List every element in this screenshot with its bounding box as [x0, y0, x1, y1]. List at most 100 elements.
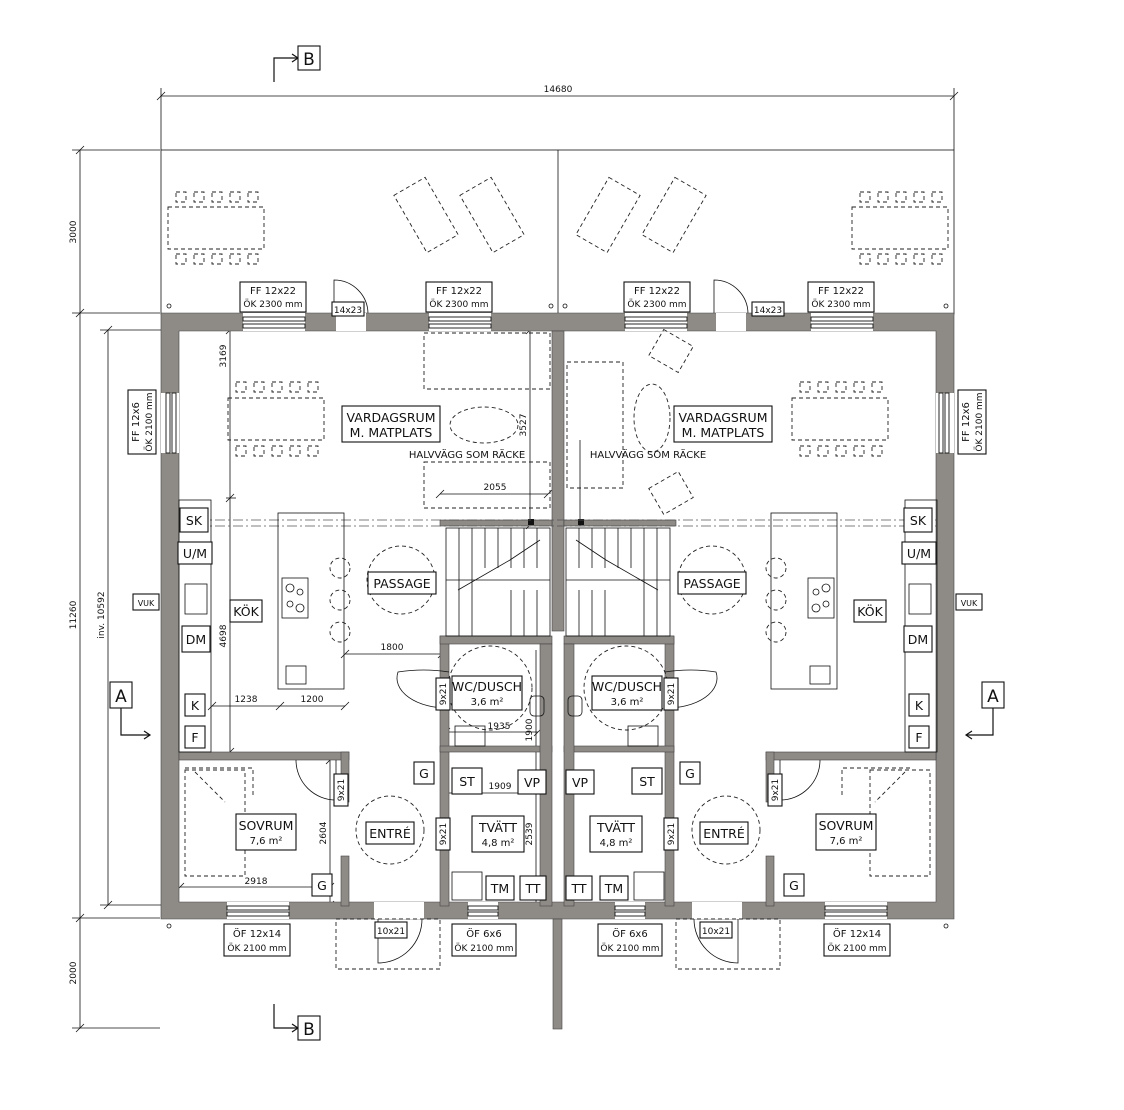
room-entry-right: ENTRÉ — [703, 826, 745, 841]
door-tag-laundry-left: 9x21 — [439, 823, 449, 846]
room-wc-right: WC/DUSCH — [592, 679, 662, 694]
section-mark-bottom: B — [303, 1020, 315, 1040]
dim-2055: 2055 — [484, 483, 507, 493]
room-kitchen-left: KÖK — [233, 603, 259, 619]
window-tag-5-height: ÖK 2100 mm — [227, 943, 286, 954]
fixture-dm-left: DM — [186, 632, 206, 647]
room-laundry-left-area: 4,8 m² — [482, 838, 515, 849]
half-wall-right: HALVVÄGG SOM RÄCKE — [590, 448, 706, 461]
dim-1800: 1800 — [381, 643, 404, 653]
fixture-g-3: G — [317, 878, 327, 893]
dim-1238: 1238 — [235, 695, 258, 705]
section-mark-right: A — [987, 687, 999, 707]
fixture-vuk-left: VUK — [138, 599, 155, 608]
fixture-k-right: K — [915, 698, 924, 713]
window-tag-side-right-type: FF 12x6 — [961, 402, 972, 442]
window-tag-3-type: FF 12x22 — [634, 286, 680, 297]
section-mark-top: B — [303, 50, 315, 70]
fixture-sk-right: SK — [910, 513, 927, 528]
room-laundry-left: TVÄTT — [478, 820, 517, 835]
room-passage-right: PASSAGE — [683, 576, 740, 591]
window-tag-2-height: ÖK 2300 mm — [429, 299, 488, 310]
room-entry-left: ENTRÉ — [369, 826, 411, 841]
room-wc-right-area: 3,6 m² — [611, 697, 644, 708]
room-bedroom-right-area: 7,6 m² — [830, 836, 863, 847]
fixture-g-2: G — [685, 766, 695, 781]
room-bedroom-right: SOVRUM — [819, 818, 874, 833]
window-tag-side-left-height: ÖK 2100 mm — [144, 392, 155, 451]
window-tags: FF 12x22 ÖK 2300 mm FF 12x22 ÖK 2300 mm … — [127, 281, 987, 957]
dim-total-depth: 11260 — [69, 600, 79, 629]
fixture-um-right: U/M — [907, 546, 931, 561]
room-laundry-right-area: 4,8 m² — [600, 838, 633, 849]
door-tag-wc-left: 9x21 — [439, 683, 449, 706]
dim-1935: 1935 — [488, 722, 511, 732]
dim-terrace-depth: 3000 — [69, 220, 79, 243]
section-mark-left: A — [115, 687, 127, 707]
room-living-right-2: M. MATPLATS — [682, 425, 765, 440]
door-tag-wc-right: 9x21 — [667, 683, 677, 706]
dim-2604: 2604 — [319, 821, 329, 844]
room-laundry-right: TVÄTT — [596, 820, 635, 835]
window-tag-4-type: FF 12x22 — [818, 286, 864, 297]
dim-2539: 2539 — [525, 822, 535, 845]
fixture-sk-left: SK — [186, 513, 203, 528]
door-tags: 14x23 14x23 10x21 10x21 9x21 9x21 9x21 9… — [331, 301, 785, 939]
door-tag-terrace-right: 14x23 — [754, 306, 782, 316]
window-tag-1-type: FF 12x22 — [250, 286, 296, 297]
half-wall-left: HALVVÄGG SOM RÄCKE — [409, 448, 525, 461]
dim-4698: 4698 — [219, 624, 229, 647]
door-tag-bedroom-left: 9x21 — [337, 779, 347, 802]
room-living-left-1: VARDAGSRUM — [347, 410, 436, 425]
window-tag-6-height: ÖK 2100 mm — [454, 943, 513, 954]
window-tag-8-height: ÖK 2100 mm — [827, 943, 886, 954]
door-tag-laundry-right: 9x21 — [667, 823, 677, 846]
room-passage-left: PASSAGE — [373, 576, 430, 591]
room-kitchen-right: KÖK — [857, 603, 883, 619]
dim-1900: 1900 — [525, 718, 535, 741]
room-wc-left-area: 3,6 m² — [471, 697, 504, 708]
fixture-vuk-right: VUK — [961, 599, 978, 608]
fixture-f-left: F — [191, 730, 198, 745]
fixture-vp-right: VP — [572, 775, 589, 790]
window-tag-7-height: ÖK 2100 mm — [600, 943, 659, 954]
room-labels: VARDAGSRUM M. MATPLATS VARDAGSRUM M. MAT… — [229, 405, 887, 853]
dim-3169: 3169 — [219, 344, 229, 367]
door-tag-entry-left: 10x21 — [377, 927, 405, 937]
door-tag-entry-right: 10x21 — [702, 927, 730, 937]
window-tag-1-height: ÖK 2300 mm — [243, 299, 302, 310]
fixture-tt-right: TT — [570, 881, 586, 896]
fixture-tags: SK SK U/M U/M DM DM K K F F VUK VUK G G … — [132, 507, 983, 901]
fixture-f-right: F — [915, 730, 922, 745]
fixture-g-4: G — [789, 878, 799, 893]
section-marks: B B A A — [109, 45, 1005, 1041]
room-living-right-1: VARDAGSRUM — [679, 410, 768, 425]
window-tag-3-height: ÖK 2300 mm — [627, 299, 686, 310]
window-tag-side-right-height: ÖK 2100 mm — [974, 392, 985, 451]
room-wc-left: WC/DUSCH — [452, 679, 522, 694]
interior-furniture — [166, 328, 949, 970]
window-tag-2-type: FF 12x22 — [436, 286, 482, 297]
fixture-st-right: ST — [639, 774, 655, 789]
window-tag-8-type: ÖF 12x14 — [833, 927, 881, 940]
window-tag-side-left-type: FF 12x6 — [131, 402, 142, 442]
dim-1200: 1200 — [301, 695, 324, 705]
dim-front-depth: 2000 — [69, 961, 79, 984]
room-living-left-2: M. MATPLATS — [350, 425, 433, 440]
window-tag-4-height: ÖK 2300 mm — [811, 299, 870, 310]
fixture-g-1: G — [419, 766, 429, 781]
fixture-vp-left: VP — [524, 775, 541, 790]
fixture-dm-right: DM — [908, 632, 928, 647]
room-bedroom-left-area: 7,6 m² — [250, 836, 283, 847]
fixture-tm-left: TM — [490, 881, 509, 896]
door-tag-bedroom-right: 9x21 — [771, 779, 781, 802]
dim-inner-depth: inv. 10592 — [97, 591, 107, 638]
dim-3527: 3527 — [519, 414, 529, 437]
door-tag-terrace-left: 14x23 — [334, 306, 362, 316]
window-tag-6-type: ÖF 6x6 — [466, 927, 501, 940]
room-bedroom-left: SOVRUM — [239, 818, 294, 833]
fixture-st-left: ST — [459, 774, 475, 789]
fixture-tt-left: TT — [524, 881, 540, 896]
dim-overall-width: 14680 — [544, 85, 573, 95]
